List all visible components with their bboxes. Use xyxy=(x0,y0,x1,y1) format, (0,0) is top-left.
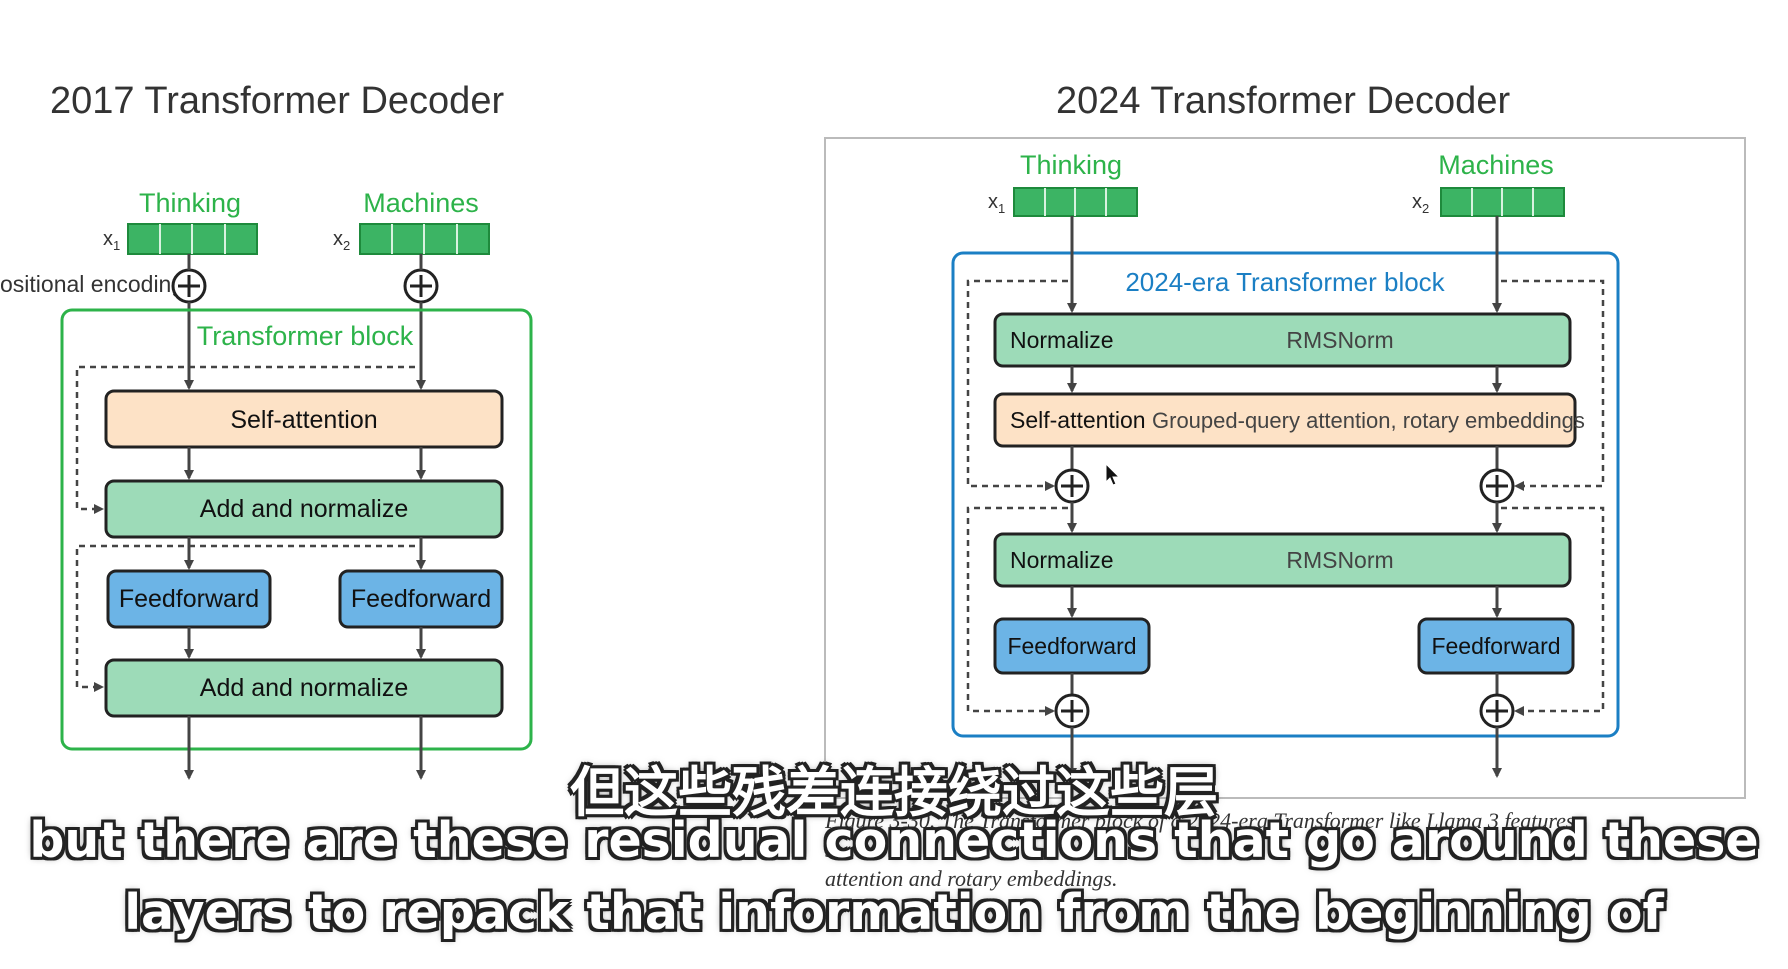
right-token-machines: Machines xyxy=(1438,150,1554,180)
left-heading: 2017 Transformer Decoder xyxy=(50,80,505,122)
right-self-attention-box xyxy=(993,392,1577,448)
right-normalize-box-1 xyxy=(993,312,1572,368)
right-plus-icon-4 xyxy=(1479,693,1515,729)
right-self-attention-label: Self-attention xyxy=(1010,407,1146,433)
subtitle-chinese: 但这些残差连接绕过这些层 xyxy=(570,761,1218,824)
right-token-vector-2 xyxy=(1440,187,1565,217)
left-token-machines: Machines xyxy=(363,188,479,218)
right-normalize-box-2 xyxy=(993,532,1572,588)
left-plus-icon-1 xyxy=(171,268,207,304)
left-token-vector-2 xyxy=(359,223,490,255)
left-positional-encoding-label: ositional encoding xyxy=(0,271,184,297)
left-token-thinking: Thinking xyxy=(139,188,241,218)
left-feedforward-label-2: Feedforward xyxy=(351,585,491,613)
right-heading: 2024 Transformer Decoder xyxy=(1056,80,1511,122)
right-feedforward-label-1: Feedforward xyxy=(1007,633,1136,659)
right-plus-icon-3 xyxy=(1054,693,1090,729)
right-diagram: Thinking Machines x1 x2 2024-era Transfo… xyxy=(824,137,1746,799)
caption-line-2: so... xyxy=(825,837,862,862)
left-add-normalize-label-1: Add and normalize xyxy=(200,495,408,523)
right-transformer-block-frame xyxy=(951,251,1620,738)
right-token-vector-1 xyxy=(1013,187,1138,217)
left-add-normalize-box-1 xyxy=(104,479,504,539)
right-x2-label: x2 xyxy=(1412,191,1429,216)
left-x2-label: x2 xyxy=(333,228,350,253)
right-figure-frame xyxy=(824,137,1746,799)
subtitle-english-line-1: but there are these residual connections… xyxy=(29,812,1759,869)
left-plus-icon-2 xyxy=(403,268,439,304)
left-block-title: Transformer block xyxy=(197,321,414,351)
right-normalize-detail-1: RMSNorm xyxy=(1286,327,1393,353)
right-feedforward-label-2: Feedforward xyxy=(1431,633,1560,659)
right-block-title: 2024-era Transformer block xyxy=(1125,267,1445,297)
right-plus-icon-1 xyxy=(1054,468,1090,504)
left-x1-label: x1 xyxy=(103,228,120,253)
left-add-normalize-label-2: Add and normalize xyxy=(200,674,408,702)
left-feedforward-label-1: Feedforward xyxy=(119,585,259,613)
left-self-attention-box xyxy=(104,389,504,449)
left-self-attention-label: Self-attention xyxy=(230,406,377,434)
left-diagram: Thinking Machines x1 x2 ositional encodi… xyxy=(0,188,533,780)
subtitle-english-line-2: layers to repack that information from t… xyxy=(124,884,1664,941)
left-add-normalize-box-2 xyxy=(104,658,504,718)
right-normalize-label-1: Normalize xyxy=(1010,327,1114,353)
left-token-vector-1 xyxy=(127,223,258,255)
right-self-attention-detail: Grouped-query attention, rotary embeddin… xyxy=(1152,408,1585,433)
figure-caption: Figure 3-30. The Transformer block of a … xyxy=(825,806,1725,893)
caption-line-1: Figure 3-30. The Transformer block of a … xyxy=(825,808,1575,833)
right-normalize-detail-2: RMSNorm xyxy=(1286,547,1393,573)
right-plus-icon-2 xyxy=(1479,468,1515,504)
left-transformer-block-frame xyxy=(60,308,533,751)
caption-line-3: attention and rotary embeddings. xyxy=(825,866,1118,891)
right-x1-label: x1 xyxy=(988,191,1005,216)
right-token-thinking: Thinking xyxy=(1020,150,1122,180)
right-normalize-label-2: Normalize xyxy=(1010,547,1114,573)
mouse-cursor-icon xyxy=(1105,462,1121,486)
